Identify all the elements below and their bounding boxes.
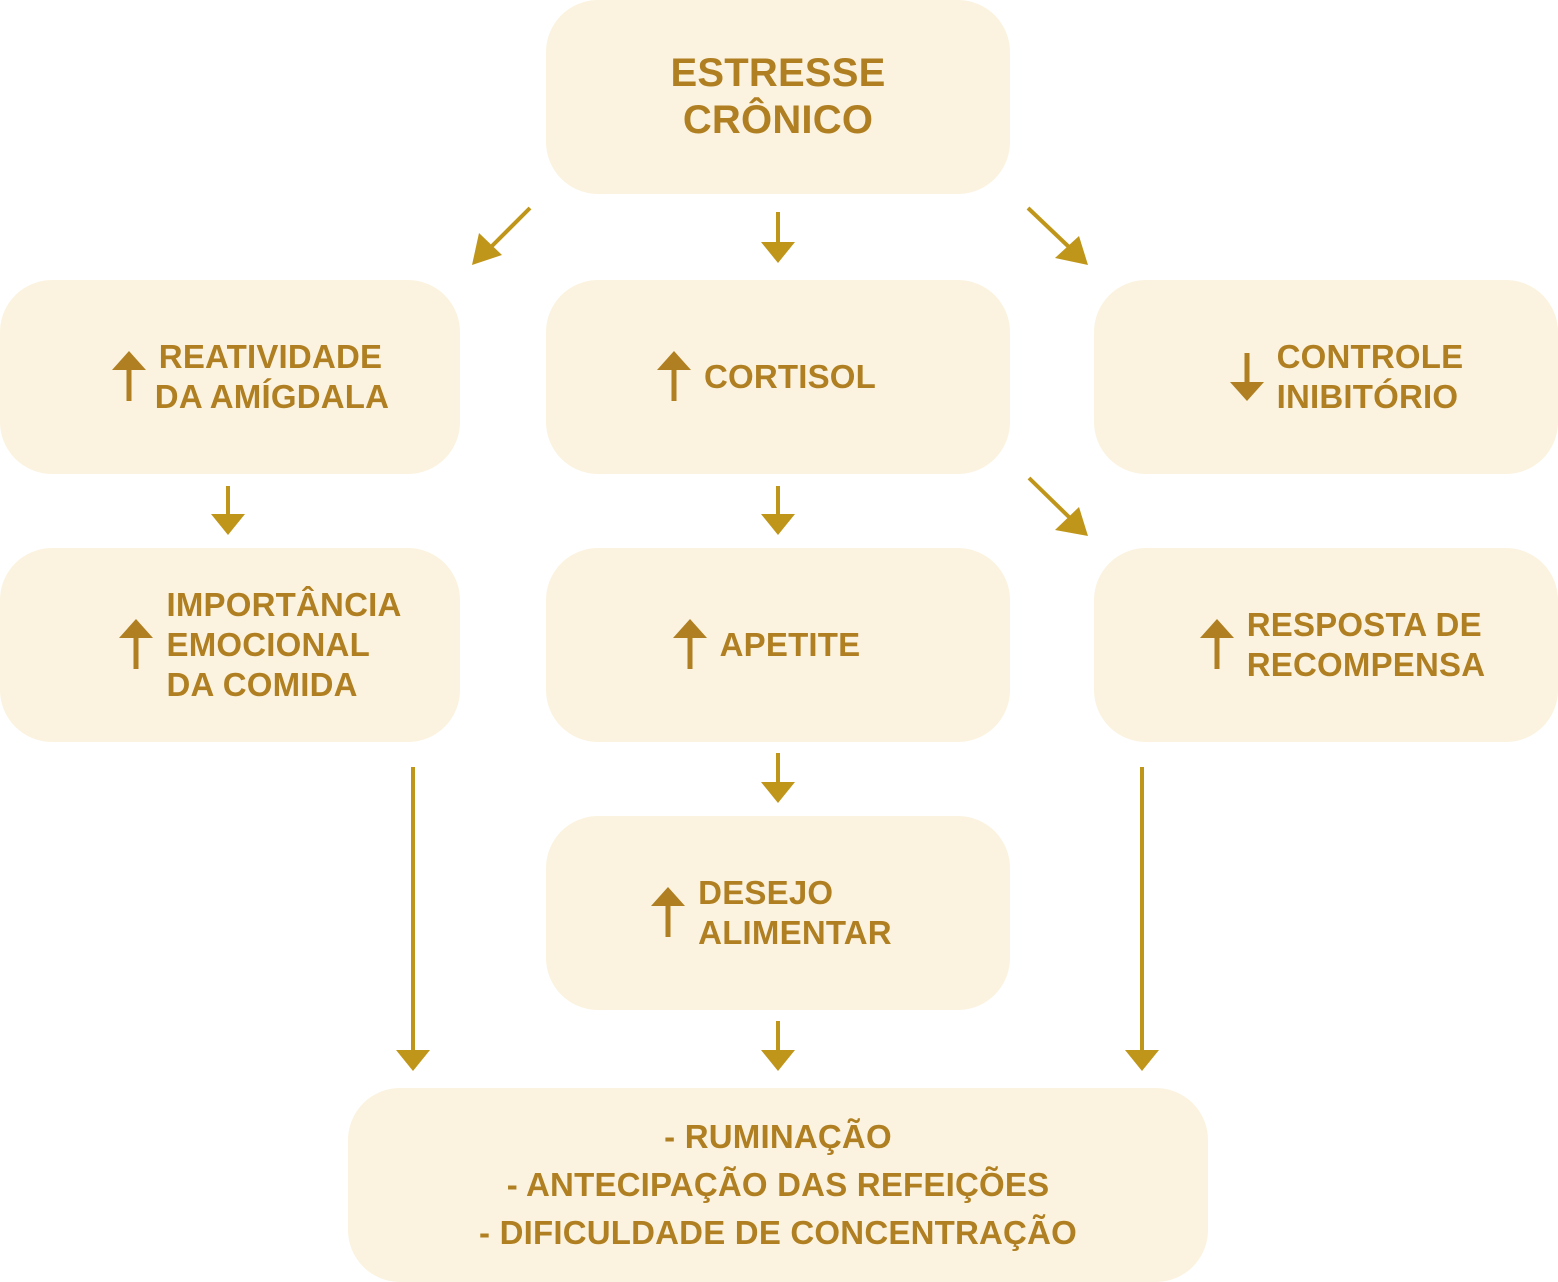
node-label: RESPOSTA DE RECOMPENSA <box>1247 605 1486 685</box>
outcome-item: - RUMINAÇÃO <box>664 1118 892 1155</box>
node-label: REATIVIDADE DA AMÍGDALA <box>155 337 389 417</box>
arrowhead-icon <box>472 233 502 265</box>
outcome-item: - DIFICULDADE DE CONCENTRAÇÃO <box>479 1214 1077 1251</box>
up-arrow-icon <box>656 351 691 401</box>
label-line: IMPORTÂNCIA <box>166 586 402 623</box>
node-chronic-stress: ESTRESSE CRÔNICO <box>546 0 1010 194</box>
node-label: IMPORTÂNCIA EMOCIONAL DA COMIDA <box>166 585 401 705</box>
arrowhead-icon <box>1055 507 1088 536</box>
arrowhead-icon <box>1055 236 1088 265</box>
node-label: ESTRESSE CRÔNICO <box>671 50 886 144</box>
edge-appetite-craving <box>761 753 795 803</box>
edge-amygdala-emotional <box>211 486 245 535</box>
node-inhibitory-control: CONTROLE INIBITÓRIO <box>1094 280 1558 474</box>
edge-root-inhibitory <box>1026 206 1088 265</box>
outcome-list: - RUMINAÇÃO - ANTECIPAÇÃO DAS REFEIÇÕES … <box>479 1113 1077 1257</box>
node-appetite: APETITE <box>546 548 1010 742</box>
up-arrow-icon <box>651 887 686 937</box>
arrowhead-icon <box>211 514 245 535</box>
arrowhead-icon <box>761 1050 795 1071</box>
node-outcomes: - RUMINAÇÃO - ANTECIPAÇÃO DAS REFEIÇÕES … <box>348 1088 1208 1282</box>
edge-root-cortisol <box>761 212 795 263</box>
arrowhead-icon <box>761 242 795 263</box>
edge-cortisol-appetite <box>761 486 795 535</box>
label-line: CRÔNICO <box>682 98 874 142</box>
outcome-item: - ANTECIPAÇÃO DAS REFEIÇÕES <box>506 1166 1050 1203</box>
label-line: CORTISOL <box>703 358 877 395</box>
arrowhead-icon <box>761 514 795 535</box>
label-line: EMOCIONAL <box>166 626 370 663</box>
node-label: CONTROLE INIBITÓRIO <box>1277 337 1464 417</box>
label-line: DA AMÍGDALA <box>154 378 390 415</box>
arrowhead-icon <box>1125 1050 1159 1071</box>
label-line: REATIVIDADE <box>158 338 383 375</box>
node-reward-response: RESPOSTA DE RECOMPENSA <box>1094 548 1558 742</box>
arrowhead-icon <box>761 782 795 803</box>
edge-craving-outcome <box>761 1021 795 1071</box>
label-line: RECOMPENSA <box>1246 646 1486 683</box>
label-line: INIBITÓRIO <box>1276 378 1459 415</box>
arrowhead-icon <box>396 1050 430 1071</box>
node-emotional-importance: IMPORTÂNCIA EMOCIONAL DA COMIDA <box>0 548 460 742</box>
down-arrow-icon <box>1229 353 1264 401</box>
label-line: RESPOSTA DE <box>1246 606 1482 643</box>
up-arrow-icon <box>119 619 154 669</box>
edge-emotional-outcome <box>396 767 430 1071</box>
label-line: CONTROLE <box>1276 338 1464 375</box>
node-label: CORTISOL <box>704 357 876 397</box>
label-line: APETITE <box>719 626 861 663</box>
up-arrow-icon <box>111 351 146 401</box>
label-line: DESEJO <box>698 874 834 911</box>
node-label: APETITE <box>720 625 861 665</box>
node-food-craving: DESEJO ALIMENTAR <box>546 816 1010 1010</box>
node-label: DESEJO ALIMENTAR <box>698 873 892 953</box>
node-cortisol: CORTISOL <box>546 280 1010 474</box>
up-arrow-icon <box>672 619 707 669</box>
up-arrow-icon <box>1199 619 1234 669</box>
edge-root-amygdala <box>472 206 532 265</box>
edge-reward-outcome <box>1125 767 1159 1071</box>
label-line: DA COMIDA <box>166 666 358 703</box>
label-line: ALIMENTAR <box>698 914 892 951</box>
label-line: ESTRESSE <box>670 51 886 95</box>
node-amygdala-reactivity: REATIVIDADE DA AMÍGDALA <box>0 280 460 474</box>
edge-cortisol-reward <box>1027 476 1088 536</box>
